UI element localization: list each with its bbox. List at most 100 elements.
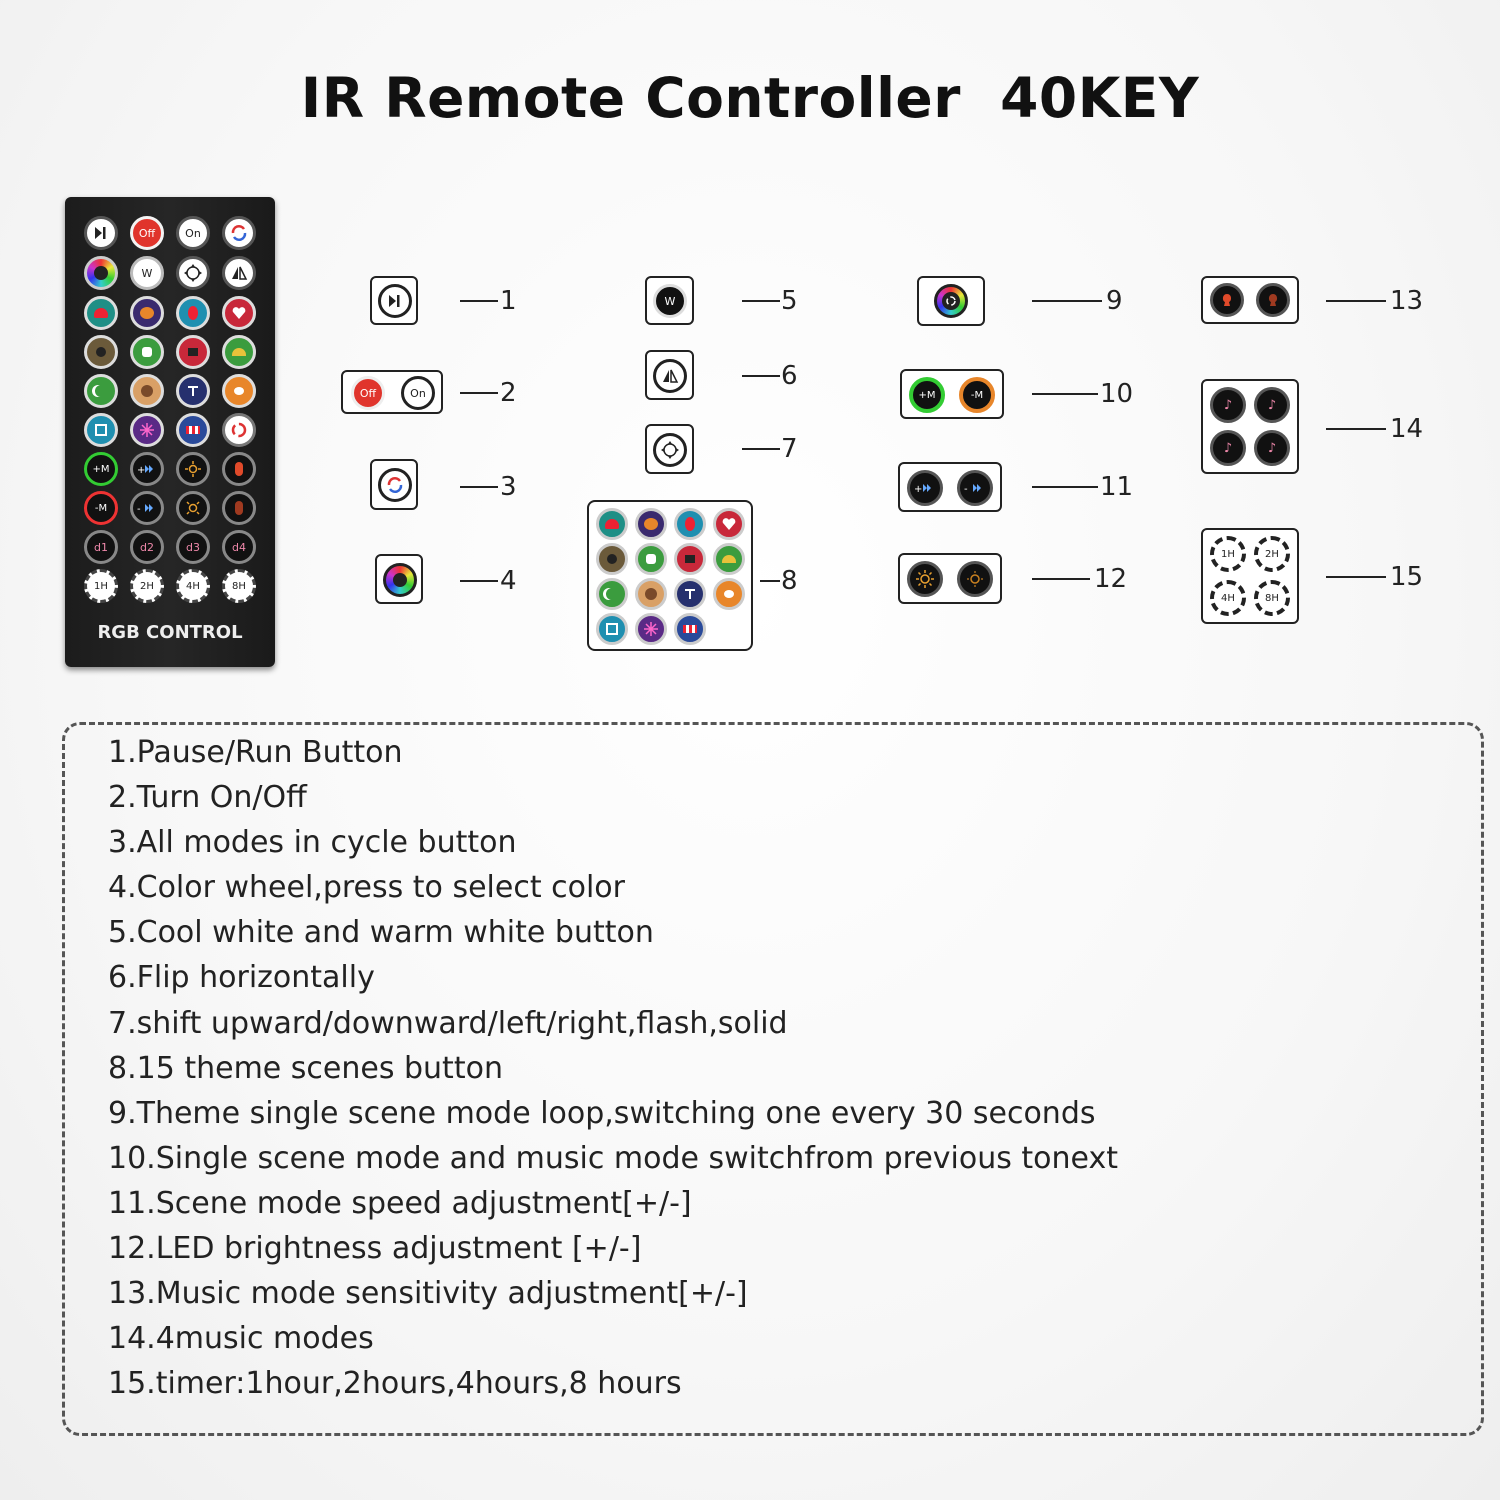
callout-icon-4 — [375, 554, 423, 604]
speed-minus-icon[interactable]: - — [130, 491, 164, 525]
brightness-plus-icon — [907, 561, 943, 597]
off-button[interactable]: Off — [130, 216, 164, 250]
mode-plus-button: +M — [909, 377, 945, 413]
scene-gift-icon[interactable] — [84, 413, 118, 447]
cycle-icon[interactable] — [222, 216, 256, 250]
remote-brand-label: RGB CONTROL — [97, 622, 243, 643]
brightness-plus-icon[interactable] — [176, 452, 210, 486]
scene-halloween-icon[interactable] — [130, 296, 164, 330]
callout-number-2: 2 — [500, 378, 517, 408]
sensitivity-minus-icon — [1256, 283, 1290, 317]
callout-icon-6 — [645, 350, 694, 400]
timer-2h-button[interactable]: 2H — [130, 569, 164, 603]
description-item: 15.timer:1hour,2hours,4hours,8 hours — [108, 1366, 682, 1402]
callout-icon-5: W — [645, 276, 694, 325]
callout-icon-12 — [898, 553, 1002, 604]
scene-turkey-icon[interactable] — [176, 374, 210, 408]
callout-icon-7 — [645, 424, 694, 474]
callout-line-14 — [1326, 428, 1386, 430]
flip-icon[interactable] — [222, 256, 256, 290]
music-mode-2-icon[interactable]: d2 — [130, 530, 164, 564]
scene-easter-icon[interactable] — [176, 296, 210, 330]
callout-icon-8 — [587, 500, 753, 651]
timer-1h-button[interactable]: 1H — [84, 569, 118, 603]
scene-heart-icon[interactable] — [222, 296, 256, 330]
direction-icon — [653, 433, 687, 467]
white-button: W — [653, 284, 687, 318]
brightness-minus-icon[interactable] — [176, 491, 210, 525]
scene-paw-icon[interactable] — [222, 374, 256, 408]
svg-text:-: - — [137, 504, 141, 514]
callout-number-8: 8 — [781, 566, 798, 596]
scene-christmas-icon — [596, 508, 628, 540]
on-button[interactable]: On — [176, 216, 210, 250]
scene-shell-icon[interactable] — [222, 335, 256, 369]
timer-1h-button: 1H — [1210, 536, 1246, 572]
description-item: 5.Cool white and warm white button — [108, 915, 654, 951]
scene-paw-icon — [713, 578, 745, 610]
callout-number-15: 15 — [1390, 562, 1424, 592]
music-mode-3-icon[interactable]: d3 — [176, 530, 210, 564]
callout-icon-9 — [917, 276, 985, 326]
callout-icon-11: + - — [898, 462, 1002, 512]
scene-family-icon[interactable] — [130, 374, 164, 408]
remote-control: Off On W +M + -M — [65, 197, 275, 667]
callout-icon-1 — [370, 276, 418, 325]
mode-plus-button[interactable]: +M — [84, 452, 118, 486]
mode-minus-button[interactable]: -M — [84, 491, 118, 525]
scene-christmas-icon[interactable] — [84, 296, 118, 330]
timer-4h-button: 4H — [1210, 580, 1246, 616]
scene-clover-icon — [635, 543, 667, 575]
scene-shop-icon — [674, 613, 706, 645]
callout-icon-3 — [370, 459, 418, 510]
speed-plus-icon[interactable]: + — [130, 452, 164, 486]
sensitivity-plus-icon[interactable] — [222, 452, 256, 486]
description-list: 1.Pause/Run Button 2.Turn On/Off 3.All m… — [108, 730, 1118, 1406]
scene-shop-icon[interactable] — [176, 413, 210, 447]
play-pause-icon — [378, 284, 412, 318]
timer-4h-button[interactable]: 4H — [176, 569, 210, 603]
white-button[interactable]: W — [130, 256, 164, 290]
callout-number-13: 13 — [1390, 286, 1424, 316]
description-item: 14.4music modes — [108, 1321, 374, 1357]
scene-person-icon[interactable] — [84, 335, 118, 369]
scene-crescent-icon[interactable] — [84, 374, 118, 408]
sensitivity-minus-icon[interactable] — [222, 491, 256, 525]
svg-text:+: + — [137, 465, 145, 475]
music-mode-4-icon[interactable]: d4 — [222, 530, 256, 564]
callout-line-12 — [1032, 578, 1090, 580]
scene-flag-icon[interactable] — [176, 335, 210, 369]
callout-line-9 — [1032, 300, 1102, 302]
direction-icon[interactable] — [176, 256, 210, 290]
scene-family-icon — [635, 578, 667, 610]
timer-8h-button: 8H — [1254, 580, 1290, 616]
scene-loop-icon[interactable] — [222, 413, 256, 447]
mode-minus-button: -M — [959, 377, 995, 413]
music-mode-1-icon[interactable]: d1 — [84, 530, 118, 564]
description-item: 13.Music mode sensitivity adjustment[+/-… — [108, 1276, 748, 1312]
callout-number-10: 10 — [1100, 379, 1134, 409]
callout-icon-10: +M -M — [900, 369, 1004, 419]
callout-number-9: 9 — [1106, 286, 1123, 316]
music-mode-4-icon: ♪ — [1254, 430, 1290, 466]
svg-text:-: - — [964, 484, 968, 494]
description-item: 3.All modes in cycle button — [108, 825, 517, 861]
color-wheel-icon — [383, 563, 417, 597]
play-pause-icon[interactable] — [84, 216, 118, 250]
timer-2h-button: 2H — [1254, 536, 1290, 572]
description-item: 1.Pause/Run Button — [108, 735, 403, 770]
timer-8h-button[interactable]: 8H — [222, 569, 256, 603]
scene-halloween-icon — [635, 508, 667, 540]
callout-line-15 — [1326, 576, 1386, 578]
callout-icon-15: 1H 2H 4H 8H — [1201, 528, 1299, 624]
scene-clover-icon[interactable] — [130, 335, 164, 369]
page-title: IR Remote Controller 40KEY — [300, 66, 1200, 130]
callout-line-5 — [742, 300, 780, 302]
callout-number-7: 7 — [781, 434, 798, 464]
sensitivity-plus-icon — [1210, 283, 1244, 317]
scene-firework-icon[interactable] — [130, 413, 164, 447]
color-wheel-icon[interactable] — [84, 256, 118, 290]
speed-minus-icon: - — [957, 470, 993, 506]
description-item: 2.Turn On/Off — [108, 780, 307, 816]
music-mode-3-icon: ♪ — [1210, 430, 1246, 466]
